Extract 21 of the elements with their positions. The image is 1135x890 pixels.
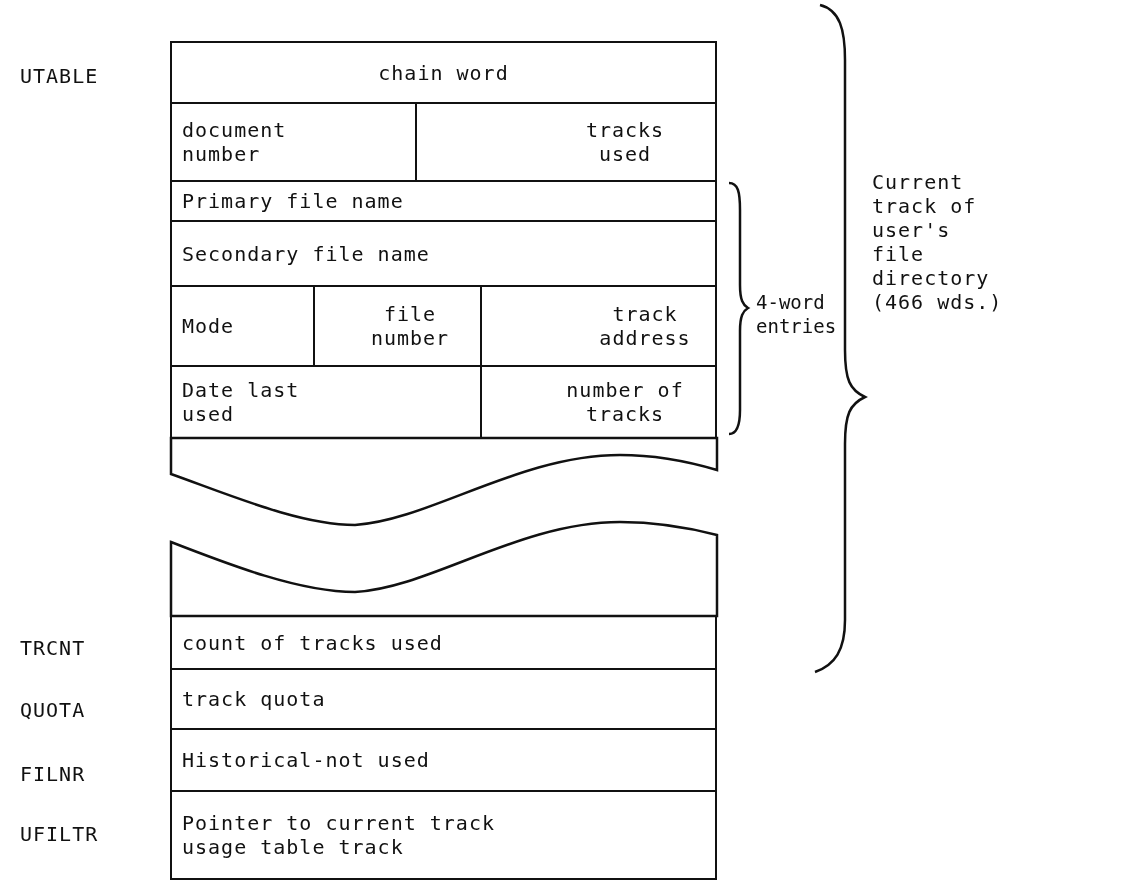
cell-text: Date last used: [182, 378, 301, 426]
cell-text: Historical-not used: [182, 748, 430, 772]
cell-text: tracks used: [584, 118, 666, 166]
cell-text: count of tracks used: [182, 630, 443, 655]
cell-text: track address: [598, 302, 692, 350]
row-label: UTABLE: [20, 64, 100, 88]
row-label: QUOTA: [20, 698, 87, 722]
row-label: TRCNT: [20, 636, 87, 660]
cell-text: number of tracks: [565, 378, 685, 426]
cell-text: file number: [369, 302, 451, 350]
row-label: UFILTR: [20, 822, 100, 846]
cell-text: Secondary file name: [182, 241, 430, 266]
cell-text: document number: [182, 118, 288, 166]
cell-text: Pointer to current track usage table track: [182, 811, 496, 859]
brace-label: 4-word entries: [756, 290, 838, 338]
cell-text: Mode: [182, 314, 235, 338]
brace-label: Current track of user's file directory (466 wds.): [872, 170, 1004, 314]
cell-text: Primary file name: [182, 189, 404, 213]
cell-text: track quota: [182, 687, 326, 711]
row-label: FILNR: [20, 762, 87, 786]
cell-text: chain word: [378, 60, 509, 85]
